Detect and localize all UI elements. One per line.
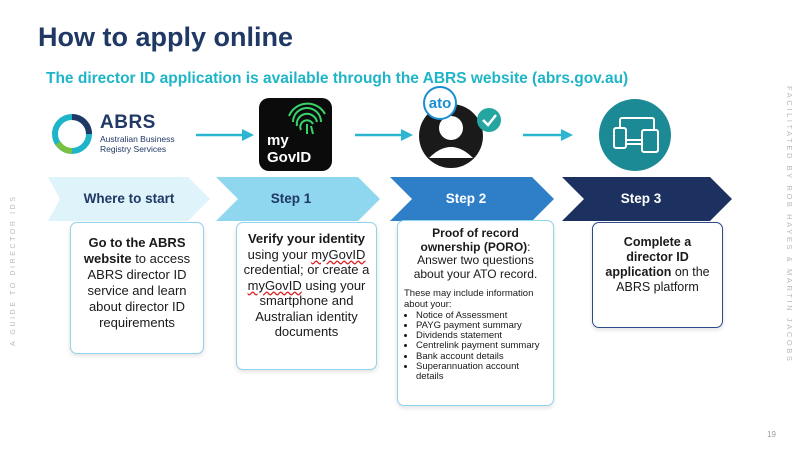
step-label: Step 1	[270, 191, 312, 206]
abrs-logo: ABRS Australian Business Registry Servic…	[50, 112, 190, 156]
page-number: 19	[767, 430, 776, 439]
card-body-text: : Answer two questions about your ATO re…	[413, 239, 538, 281]
mygovid-line1: my	[267, 132, 289, 149]
step-card-2: Proof of record ownership (PORO): Answer…	[397, 220, 554, 406]
arrow-icon	[355, 129, 413, 141]
abrs-name: ABRS	[100, 112, 156, 133]
step-chevron-start: Where to start	[48, 177, 210, 221]
card-text: Proof of record ownership (PORO): Answer…	[404, 226, 547, 281]
poro-details: These may include information about your…	[404, 288, 547, 383]
list-item: Notice of Assessment	[416, 310, 547, 321]
arrow-icon	[196, 129, 254, 141]
card-body-text: using your	[247, 246, 312, 262]
step-chevron-3: Step 3	[562, 177, 732, 221]
devices-icon	[598, 98, 672, 172]
step-label: Step 2	[445, 191, 487, 206]
list-item: PAYG payment summary	[416, 320, 547, 331]
card-bold-text: Proof of record ownership (PORO)	[420, 226, 528, 254]
step-card-start: Go to the ABRS website to access ABRS di…	[70, 222, 204, 354]
step-card-1: Verify your identity using your myGovID …	[236, 222, 377, 370]
card-text: Complete a director ID application on th…	[599, 235, 716, 295]
mygovid-line2: GovID	[267, 149, 312, 166]
ato-logo: ato	[423, 86, 457, 120]
list-item: Centrelink payment summary	[416, 341, 547, 352]
step-label: Where to start	[83, 191, 175, 206]
ato-verified-user-icon: ato	[413, 84, 513, 174]
page-title: How to apply online	[38, 22, 293, 52]
card-body-text: credential; or create a	[243, 262, 370, 277]
abrs-sub-line1: Australian Business	[100, 134, 175, 144]
arrow-icon	[523, 129, 573, 141]
abrs-sub-line2: Registry Services	[100, 144, 167, 154]
mygovid-wordmark: my GovID	[267, 132, 311, 166]
mygovid-logo: my GovID	[259, 98, 332, 171]
ato-logo-text: ato	[428, 95, 452, 112]
card-body-text: on the ABRS platform	[616, 265, 710, 294]
fingerprint-icon	[288, 102, 326, 135]
list-item: Dividends statement	[416, 330, 547, 341]
abrs-ring-icon	[52, 114, 92, 154]
step-card-3: Complete a director ID application on th…	[592, 222, 723, 328]
card-bold-text: Complete a director ID application	[605, 235, 692, 279]
mygovid-mention: myGovID	[247, 277, 302, 293]
side-caption-left: A GUIDE TO DIRECTOR IDS	[10, 194, 17, 346]
side-caption-right: FACILITATED BY ROB HAYES & MARTIN JACOBS	[785, 86, 794, 364]
poro-list: Notice of Assessment PAYG payment summar…	[404, 310, 547, 383]
card-bold-text: Go to the ABRS website	[83, 235, 186, 266]
list-item: Bank account details	[416, 351, 547, 362]
card-text: Verify your identity using your myGovID …	[243, 231, 370, 340]
card-body-text: to access ABRS director ID service and l…	[87, 251, 191, 330]
card-text: Go to the ABRS website to access ABRS di…	[77, 235, 197, 331]
step-chevron-1: Step 1	[216, 177, 380, 221]
step-label: Step 3	[620, 191, 662, 206]
card-body-text: using your smartphone and Australian ide…	[255, 277, 366, 340]
list-item: Superannuation account details	[416, 362, 547, 383]
poro-intro: These may include information about your…	[404, 288, 534, 310]
step-chevron-2: Step 2	[390, 177, 554, 221]
mygovid-mention: myGovID	[311, 246, 366, 262]
abrs-subtitle: Australian Business Registry Services	[100, 134, 175, 154]
page-subtitle: The director ID application is available…	[46, 70, 629, 87]
card-bold-text: Verify your identity	[247, 231, 366, 246]
